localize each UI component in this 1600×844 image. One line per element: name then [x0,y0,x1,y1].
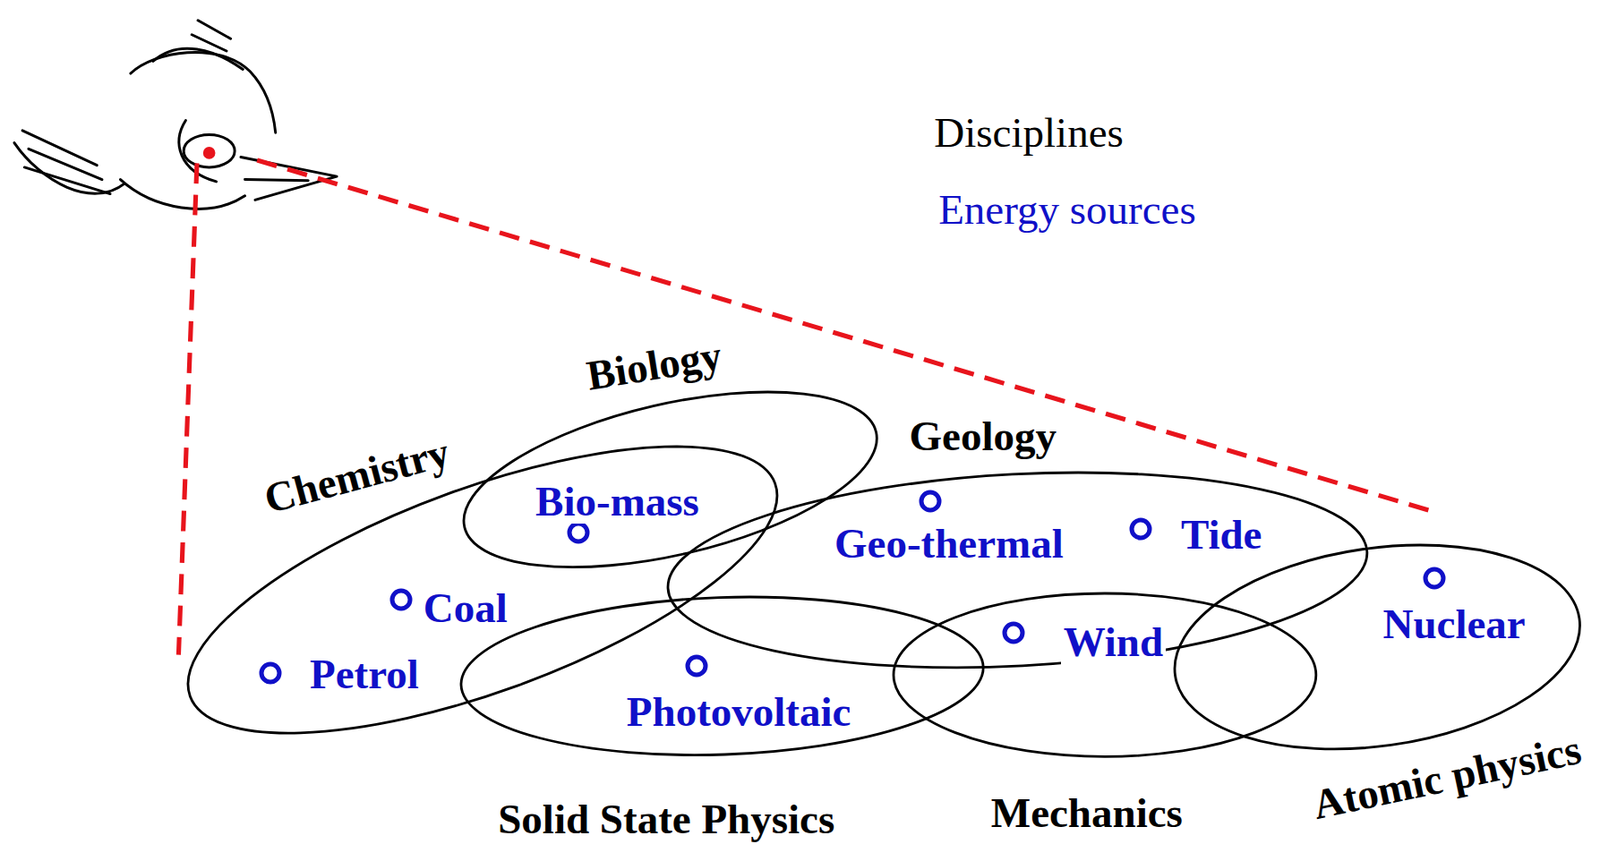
discipline-name: Chemistry [260,429,455,522]
source-name: Wind [1060,620,1167,665]
ellipse-outline [456,592,988,761]
source-name: Geo-thermal [831,521,1067,566]
ellipse-outline [1170,540,1584,754]
label-holder: Atomic physics [1310,755,1583,800]
source-name: Bio-mass [532,479,702,524]
discipline-name: Biology [583,333,725,398]
bird-eye-dot [203,146,216,160]
key-label: Disciplines [933,111,1123,155]
discipline-ellipse: BiologyBio-mass [459,387,882,573]
sight-line [178,162,197,655]
bird-head [130,51,276,133]
source-name: Photovoltaic [624,690,855,735]
source-circle [1000,619,1027,647]
bird-eye [183,134,235,167]
source-name: Tide [1178,513,1266,557]
legend-holder: Disciplines [933,111,1123,155]
label-holder: Mechanics [991,791,1183,836]
energy-source: Photovoltaic [624,690,855,735]
bird-chest [119,179,245,210]
legend-holder: Energy sources [938,188,1197,232]
source-circle [256,659,284,687]
energy-source: Petrol [307,652,422,697]
ellipse-outline [889,589,1321,762]
source-circle [387,586,415,614]
discipline-ellipse: Solid State PhysicsPhotovoltaic [456,592,988,761]
label-holder: Solid State Physics [497,797,835,842]
source-name: Coal [420,586,511,631]
source-name: Petrol [307,652,422,697]
label-holder: Biology [586,343,722,388]
source-circle [1127,515,1155,543]
energy-source: Bio-mass [532,479,702,524]
discipline-name: Solid State Physics [497,797,835,842]
source-circle [683,652,711,680]
source-circle [916,487,944,515]
source-circle [1420,564,1448,592]
bird-wing [14,143,125,195]
bird-wing-feathers [22,130,111,195]
discipline-name: Atomic physics [1309,727,1585,829]
energy-source: Wind [1060,620,1167,665]
discipline-name: Geology [909,414,1057,459]
bird-top-feathers [191,20,231,52]
source-name: Nuclear [1379,602,1528,647]
energy-source: Coal [420,586,511,631]
key-label: Energy sources [938,188,1197,232]
label-holder: Geology [909,414,1057,459]
energy-source: Nuclear [1379,602,1528,647]
energy-source: Geo-thermal [831,521,1067,566]
energy-source: Tide [1178,513,1266,557]
discipline-ellipse: Atomic physicsNuclear [1170,540,1584,754]
label-holder: Chemistry [262,453,452,498]
bird-beak-line [245,179,309,181]
bird-top-wing [153,48,243,69]
discipline-name: Mechanics [991,791,1183,836]
discipline-ellipse: MechanicsWind [889,589,1321,762]
